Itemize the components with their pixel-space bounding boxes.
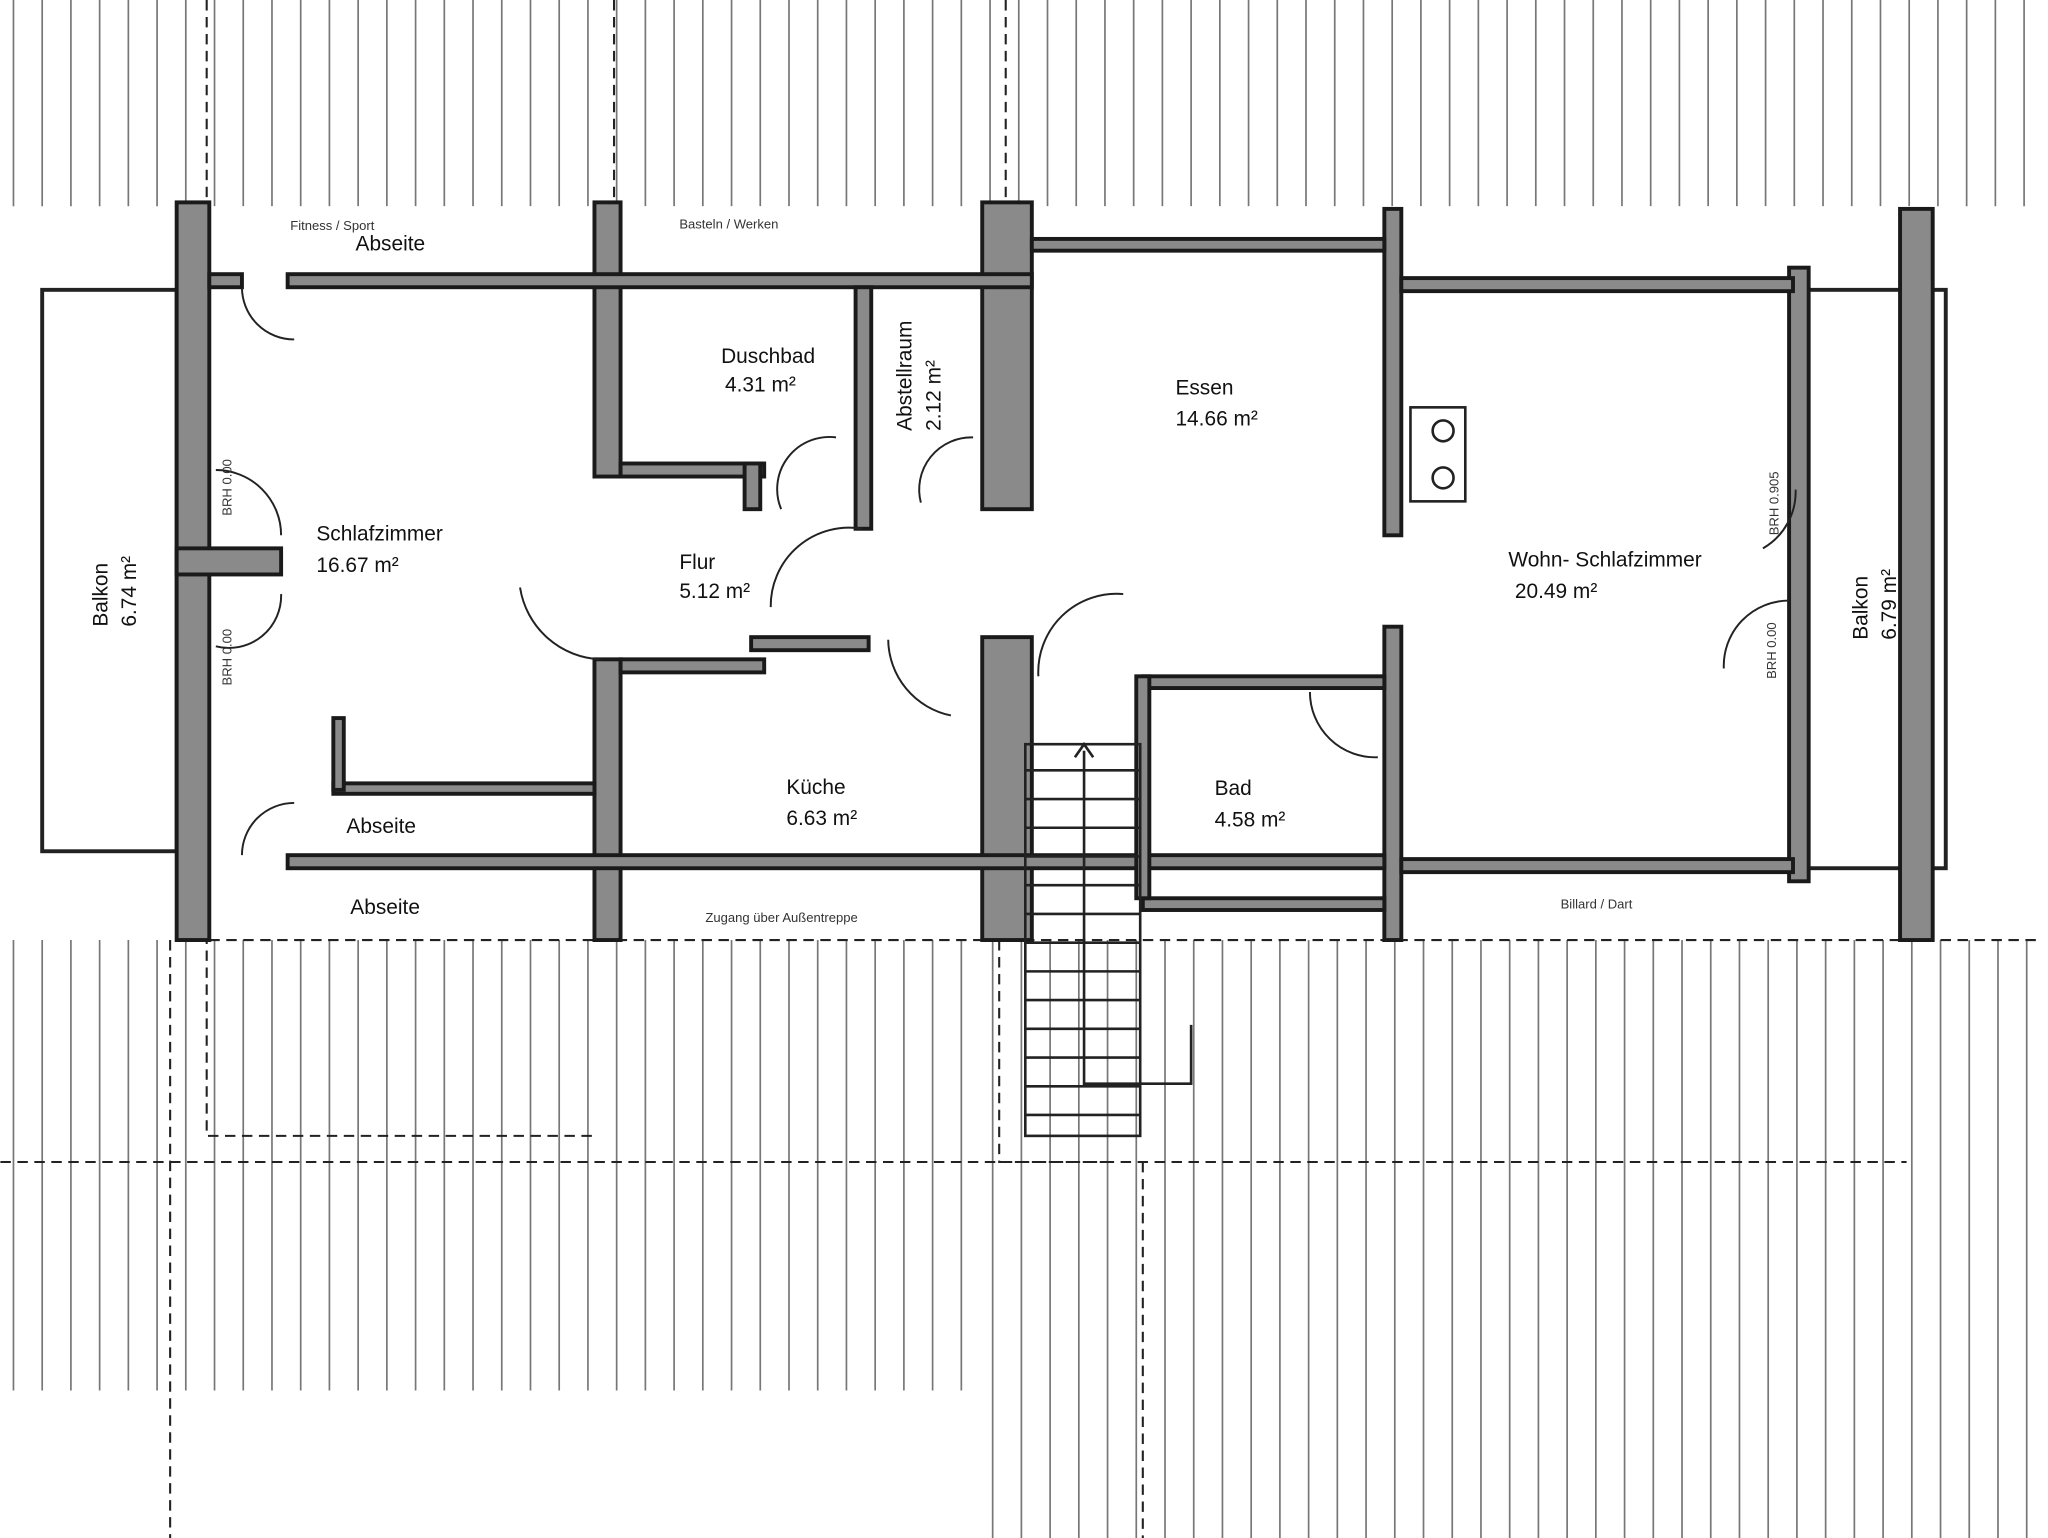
room-area: 6.63 m²: [786, 807, 857, 830]
room-area: 14.66 m²: [1175, 408, 1257, 431]
abseite-label: Abseite: [350, 896, 420, 919]
room-area: 4.31 m²: [725, 374, 796, 397]
room-area: 5.12 m²: [679, 580, 750, 603]
staircase: [1024, 741, 1193, 1138]
room-name: Balkon: [89, 563, 112, 627]
annotation: Zugang über Außentreppe: [705, 910, 857, 925]
room-area: 6.79 m²: [1878, 569, 1901, 640]
room-area: 2.12 m²: [922, 360, 945, 431]
room-area: 4.58 m²: [1215, 808, 1286, 831]
room-name: Essen: [1175, 376, 1233, 399]
abseite-label: Abseite: [346, 815, 416, 838]
door-swings: [215, 287, 1797, 856]
room-area: 16.67 m²: [316, 554, 398, 577]
window-label: BRH 0.00: [1764, 622, 1779, 679]
room-area: 20.49 m²: [1515, 580, 1597, 603]
annotation: Basteln / Werken: [679, 216, 778, 231]
walls: [174, 200, 1935, 942]
annotation: Billard / Dart: [1561, 897, 1633, 912]
room-name: Flur: [679, 551, 715, 574]
window-label: BRH 0.905: [1767, 471, 1782, 535]
stove-icon: [1409, 406, 1467, 503]
room-name: Balkon: [1849, 576, 1872, 640]
roof-hatching: [12, 0, 2028, 1538]
window-label: BRH 0.00: [219, 459, 234, 516]
abseite-label: Abseite: [356, 233, 426, 256]
room-labels: Schlafzimmer 16.67 m² Balkon 6.74 m² Dus…: [89, 216, 1901, 924]
annotation: Fitness / Sport: [290, 218, 374, 233]
floor-area: [176, 206, 1933, 941]
room-name: Wohn- Schlafzimmer: [1508, 549, 1701, 572]
room-name: Schlafzimmer: [316, 523, 442, 546]
room-name: Duschbad: [721, 345, 815, 368]
room-area: 6.74 m²: [118, 556, 141, 627]
room-name: Bad: [1215, 777, 1252, 800]
room-name: Küche: [786, 776, 845, 799]
room-name: Abstellraum: [894, 321, 917, 431]
window-label: BRH 0.00: [219, 629, 234, 686]
